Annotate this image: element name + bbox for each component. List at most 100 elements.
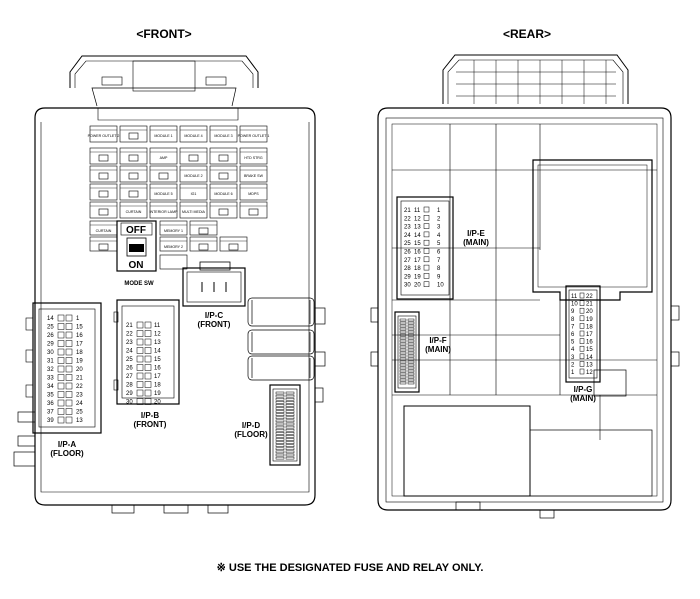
fuse-slot: POWER OUTLET 1 bbox=[238, 125, 269, 143]
fuse-symbol-icon bbox=[248, 208, 259, 216]
connector-ip-c-sub: (FRONT) bbox=[198, 320, 231, 329]
pin-number: 18 bbox=[76, 350, 83, 356]
fuse-slot: CURTAIN bbox=[89, 220, 118, 236]
pin-slot bbox=[579, 323, 585, 329]
fuse-label: IG1 bbox=[191, 192, 197, 196]
pin-number: 19 bbox=[76, 359, 83, 365]
connector-ip-a-sub: (FLOOR) bbox=[50, 449, 84, 458]
pin-number: 21 bbox=[76, 376, 83, 382]
pin-slot bbox=[285, 422, 295, 426]
pin-slot bbox=[65, 348, 73, 356]
connector-ip-g-name: I/P-G bbox=[574, 385, 593, 394]
connector-ip-c-name: I/P-C bbox=[205, 311, 223, 320]
pin-slot bbox=[65, 374, 73, 381]
fuse-label: HTD STRG bbox=[244, 156, 263, 160]
pin-number: 24 bbox=[404, 233, 411, 239]
connector-ip-g: I/P-G (MAIN) 111098765432122212019181716… bbox=[565, 285, 601, 403]
pin-slot bbox=[275, 413, 285, 416]
fuse-symbol-icon bbox=[158, 172, 169, 180]
pin-number: 19 bbox=[586, 317, 593, 323]
pin-number: 32 bbox=[47, 367, 54, 373]
pin-slot bbox=[407, 333, 415, 337]
fuse-symbol-icon bbox=[128, 154, 139, 162]
pin-slot bbox=[407, 381, 415, 385]
pin-slot bbox=[285, 450, 295, 454]
pin-slot bbox=[65, 365, 73, 373]
pin-slot bbox=[407, 324, 415, 328]
pin-number: 14 bbox=[586, 355, 593, 361]
fuse-slot bbox=[149, 165, 178, 183]
rear-view-label: <REAR> bbox=[503, 27, 551, 41]
pin-slot bbox=[407, 318, 415, 322]
pin-slot bbox=[399, 360, 407, 364]
fuse-label: MDPS bbox=[248, 192, 259, 196]
pin-slot bbox=[136, 364, 144, 371]
fuse-symbol-icon bbox=[98, 190, 109, 198]
fuse-label: MODULE 1 bbox=[154, 134, 172, 138]
fuse-label: MODULE 2 bbox=[184, 174, 202, 178]
pin-slot bbox=[399, 375, 407, 379]
fuse-symbol-icon bbox=[98, 172, 109, 180]
pin-slot bbox=[144, 330, 152, 337]
pin-number: 39 bbox=[47, 418, 54, 424]
pin-slot bbox=[407, 357, 415, 361]
pin-number: 6 bbox=[437, 250, 441, 256]
pin-slot bbox=[399, 339, 407, 343]
fuse-symbol-icon bbox=[198, 227, 209, 235]
pin-slot bbox=[285, 413, 295, 416]
fuse-slot: MODULE 2 bbox=[179, 165, 208, 183]
fuse-slot bbox=[239, 201, 268, 219]
fuse-symbol-icon bbox=[218, 208, 229, 216]
pin-number: 5 bbox=[437, 241, 441, 247]
pin-slot bbox=[407, 330, 415, 334]
pin-slot bbox=[285, 419, 295, 423]
fuse-symbol-icon bbox=[98, 208, 109, 216]
fuse-label: MODULE 4 bbox=[184, 134, 202, 138]
pin-number: 22 bbox=[126, 332, 133, 338]
pin-slot bbox=[285, 441, 295, 444]
mode-switch[interactable]: OFF ON MODE SW bbox=[116, 220, 157, 287]
small-relay bbox=[159, 254, 188, 270]
pin-slot bbox=[423, 239, 430, 246]
pin-number: 18 bbox=[154, 383, 161, 389]
connector-ip-e-name: I/P-E bbox=[467, 229, 485, 238]
pin-slot bbox=[57, 416, 65, 424]
pin-number: 31 bbox=[47, 359, 54, 365]
pin-slot bbox=[275, 419, 285, 423]
connector-ip-d: I/P-D (FLOOR) bbox=[234, 384, 301, 466]
pin-number: 15 bbox=[414, 241, 421, 247]
pin-slot bbox=[275, 432, 285, 435]
fuse-slot bbox=[119, 165, 148, 183]
pin-number: 25 bbox=[76, 410, 83, 416]
fuse-slot bbox=[209, 201, 238, 219]
fuse-symbol-icon bbox=[188, 154, 199, 162]
pin-number: 4 bbox=[571, 347, 575, 353]
pin-number: 21 bbox=[586, 302, 593, 308]
pin-slot bbox=[399, 321, 407, 325]
pin-slot bbox=[65, 331, 73, 339]
pin-number: 20 bbox=[76, 367, 83, 373]
pin-slot bbox=[65, 314, 73, 322]
pin-number: 30 bbox=[47, 350, 54, 356]
pin-slot bbox=[407, 327, 415, 331]
pin-slot bbox=[144, 398, 152, 405]
fuse-symbol-icon bbox=[128, 132, 139, 140]
pin-number: 1 bbox=[571, 370, 575, 376]
pin-slot bbox=[275, 394, 285, 398]
fuse-slot bbox=[119, 147, 148, 165]
fuse-slot bbox=[119, 125, 148, 143]
pin-number: 12 bbox=[154, 332, 161, 338]
pin-number: 28 bbox=[404, 266, 411, 272]
pin-slot bbox=[275, 444, 285, 447]
pin-number: 5 bbox=[571, 340, 575, 346]
pin-slot bbox=[275, 410, 285, 413]
pin-number: 27 bbox=[404, 258, 411, 264]
pin-slot bbox=[275, 422, 285, 426]
pin-number: 21 bbox=[126, 323, 133, 329]
fuse-label: MULTI MEDIA bbox=[182, 210, 205, 214]
pin-number: 17 bbox=[76, 342, 83, 348]
pin-slot bbox=[399, 342, 407, 346]
pin-slot bbox=[57, 314, 65, 322]
pin-slot bbox=[399, 378, 407, 382]
